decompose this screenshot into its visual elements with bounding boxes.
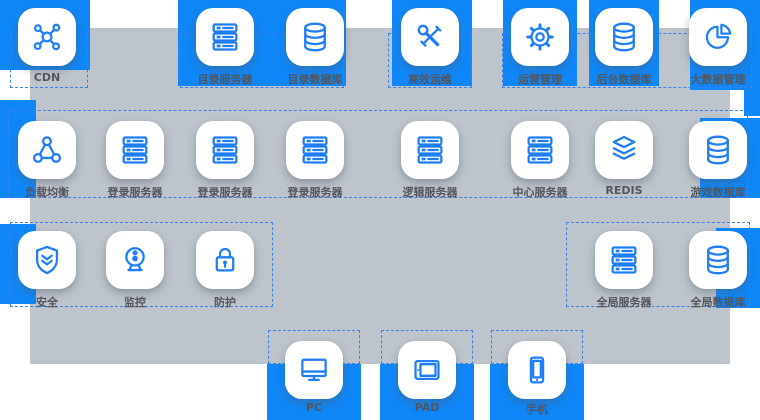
- node-game-db: 游戏数据库: [689, 121, 747, 199]
- node-card: [106, 231, 164, 289]
- cdn-hub-icon: [30, 20, 64, 54]
- node-label: 游戏数据库: [690, 186, 746, 199]
- database-icon: [607, 20, 641, 54]
- node-label: CDN: [33, 71, 61, 84]
- node-card: [196, 8, 254, 66]
- node-label: 全局数据库: [690, 296, 746, 309]
- node-pad: PAD: [398, 341, 456, 414]
- node-card: [196, 121, 254, 179]
- node-card: [286, 121, 344, 179]
- node-card: [398, 341, 456, 399]
- node-label: 登录服务器: [287, 186, 343, 199]
- node-label: 大数据管理: [690, 73, 746, 86]
- node-global-db: 全局数据库: [689, 231, 747, 309]
- node-card: [511, 121, 569, 179]
- node-directory-db: 目录数据库: [286, 8, 344, 86]
- node-card: [595, 231, 653, 289]
- node-label: PC: [305, 401, 323, 414]
- node-monitoring: 监控: [106, 231, 164, 309]
- load-balancer-icon: [30, 133, 64, 167]
- node-login-server-3: 登录服务器: [286, 121, 344, 199]
- node-label: 目录数据库: [287, 73, 343, 86]
- server-icon: [523, 133, 557, 167]
- phone-icon: [520, 353, 554, 387]
- pie-chart-icon: [701, 20, 735, 54]
- node-cdn: CDN: [18, 8, 76, 84]
- node-card: [689, 121, 747, 179]
- node-label: 目录服务器: [197, 73, 253, 86]
- node-label: 后台数据库: [596, 73, 652, 86]
- node-card: [595, 121, 653, 179]
- node-bigdata-mgmt: 大数据管理: [689, 8, 747, 86]
- webcam-icon: [118, 243, 152, 277]
- node-directory-server: 目录服务器: [196, 8, 254, 86]
- server-icon: [607, 243, 641, 277]
- node-efficient-ops: 高效运维: [401, 8, 459, 86]
- node-label: 防护: [214, 296, 236, 309]
- node-logic-server: 逻辑服务器: [401, 121, 459, 199]
- node-login-server-2: 登录服务器: [196, 121, 254, 199]
- database-icon: [701, 243, 735, 277]
- server-icon: [118, 133, 152, 167]
- server-icon: [298, 133, 332, 167]
- node-label: REDIS: [605, 184, 643, 197]
- node-label: 登录服务器: [197, 186, 253, 199]
- node-label: 负载均衡: [25, 186, 69, 199]
- node-operation-mgmt: 运营管理: [511, 8, 569, 86]
- shield-icon: [30, 243, 64, 277]
- node-card: [286, 8, 344, 66]
- server-icon: [413, 133, 447, 167]
- tablet-icon: [410, 353, 444, 387]
- node-card: [18, 8, 76, 66]
- node-mobile: 手机: [508, 341, 566, 416]
- node-load-balancer: 负载均衡: [18, 121, 76, 199]
- server-icon: [208, 20, 242, 54]
- node-label: 高效运维: [408, 73, 452, 86]
- node-label: 全局服务器: [596, 296, 652, 309]
- node-pc: PC: [285, 341, 343, 414]
- node-card: [18, 121, 76, 179]
- node-card: [285, 341, 343, 399]
- group-outline-server-row: [8, 110, 748, 198]
- node-card: [689, 8, 747, 66]
- monitor-icon: [297, 353, 331, 387]
- node-login-server-1: 登录服务器: [106, 121, 164, 199]
- tools-icon: [413, 20, 447, 54]
- node-security: 安全: [18, 231, 76, 309]
- group-outline-global: [566, 222, 750, 307]
- node-backend-db: 后台数据库: [595, 8, 653, 86]
- database-icon: [701, 133, 735, 167]
- node-card: [106, 121, 164, 179]
- node-card: [401, 8, 459, 66]
- group-outline-security: [10, 222, 273, 307]
- node-label: 监控: [124, 296, 146, 309]
- node-card: [595, 8, 653, 66]
- database-icon: [298, 20, 332, 54]
- node-label: PAD: [414, 401, 440, 414]
- node-card: [508, 341, 566, 399]
- node-card: [196, 231, 254, 289]
- node-card: [511, 8, 569, 66]
- group-outline-directory: [180, 33, 344, 88]
- lock-icon: [208, 243, 242, 277]
- node-card: [689, 231, 747, 289]
- node-redis: REDIS: [595, 121, 653, 197]
- gear-icon: [523, 20, 557, 54]
- node-label: 安全: [36, 296, 58, 309]
- node-defense: 防护: [196, 231, 254, 309]
- node-card: [18, 231, 76, 289]
- node-label: 手机: [526, 403, 548, 416]
- layers-icon: [607, 133, 641, 167]
- node-label: 逻辑服务器: [402, 186, 458, 199]
- node-label: 中心服务器: [512, 186, 568, 199]
- node-central-server: 中心服务器: [511, 121, 569, 199]
- server-icon: [208, 133, 242, 167]
- node-card: [401, 121, 459, 179]
- node-global-server: 全局服务器: [595, 231, 653, 309]
- node-label: 登录服务器: [107, 186, 163, 199]
- node-label: 运营管理: [518, 73, 562, 86]
